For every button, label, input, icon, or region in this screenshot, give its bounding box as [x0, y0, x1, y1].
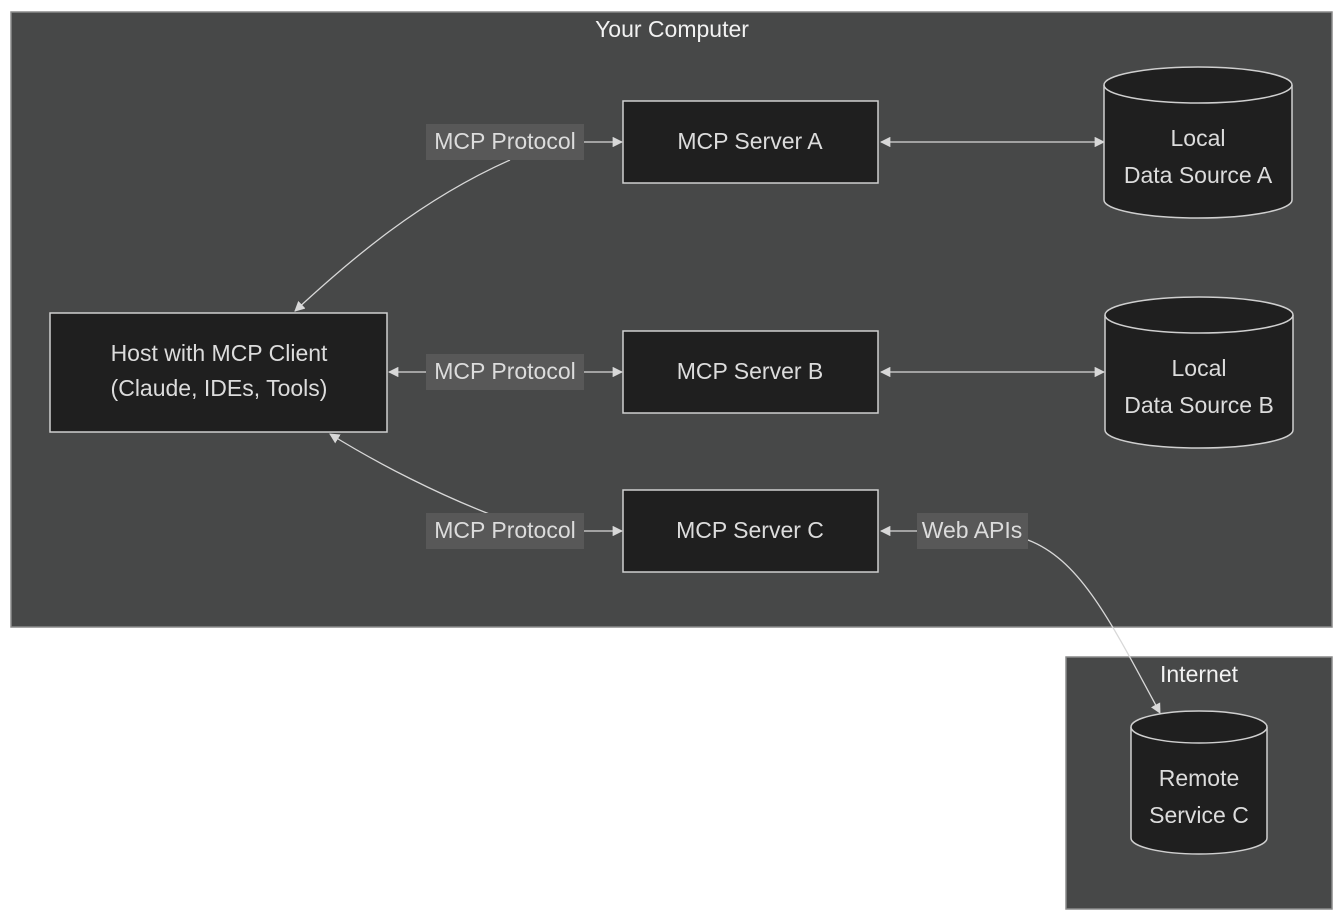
edge-curve-host-to-a — [294, 159, 511, 312]
svg-text:MCP Server C: MCP Server C — [676, 517, 824, 543]
node-server-b[interactable]: MCP Server B — [622, 330, 879, 414]
svg-text:MCP Protocol: MCP Protocol — [434, 517, 575, 543]
svg-text:MCP Protocol: MCP Protocol — [434, 128, 575, 154]
edge-web-to-remote — [1027, 539, 1161, 714]
node-data-source-a[interactable]: Local Data Source A — [1103, 66, 1293, 219]
node-server-c[interactable]: MCP Server C — [622, 489, 879, 573]
svg-text:MCP Server A: MCP Server A — [677, 128, 823, 154]
cluster-your-computer-title: Your Computer — [595, 16, 749, 42]
edge-curve-c-to-host — [329, 433, 493, 516]
node-data-source-b[interactable]: Local Data Source B — [1104, 296, 1294, 449]
svg-text:Local: Local — [1171, 125, 1226, 151]
svg-text:Local: Local — [1172, 355, 1227, 381]
node-host[interactable]: Host with MCP Client (Claude, IDEs, Tool… — [49, 312, 388, 433]
svg-text:Remote: Remote — [1159, 765, 1240, 791]
node-server-a[interactable]: MCP Server A — [622, 100, 879, 184]
svg-text:MCP Protocol: MCP Protocol — [434, 358, 575, 384]
svg-text:Web APIs: Web APIs — [922, 517, 1023, 543]
svg-text:Data Source A: Data Source A — [1124, 162, 1273, 188]
node-remote-service-c[interactable]: Remote Service C — [1130, 710, 1268, 855]
edge-label-web-apis: Web APIs — [917, 513, 1028, 549]
edge-label-host-to-c: MCP Protocol — [426, 513, 584, 549]
node-host-line1: Host with MCP Client — [111, 340, 328, 366]
node-host-line2: (Claude, IDEs, Tools) — [111, 375, 328, 401]
svg-text:MCP Server B: MCP Server B — [677, 358, 824, 384]
svg-text:Service C: Service C — [1149, 802, 1249, 828]
edge-label-host-to-a: MCP Protocol — [426, 124, 584, 160]
cluster-internet-title: Internet — [1160, 661, 1239, 687]
svg-text:Data Source B: Data Source B — [1124, 392, 1274, 418]
edge-label-host-to-b: MCP Protocol — [426, 354, 584, 390]
